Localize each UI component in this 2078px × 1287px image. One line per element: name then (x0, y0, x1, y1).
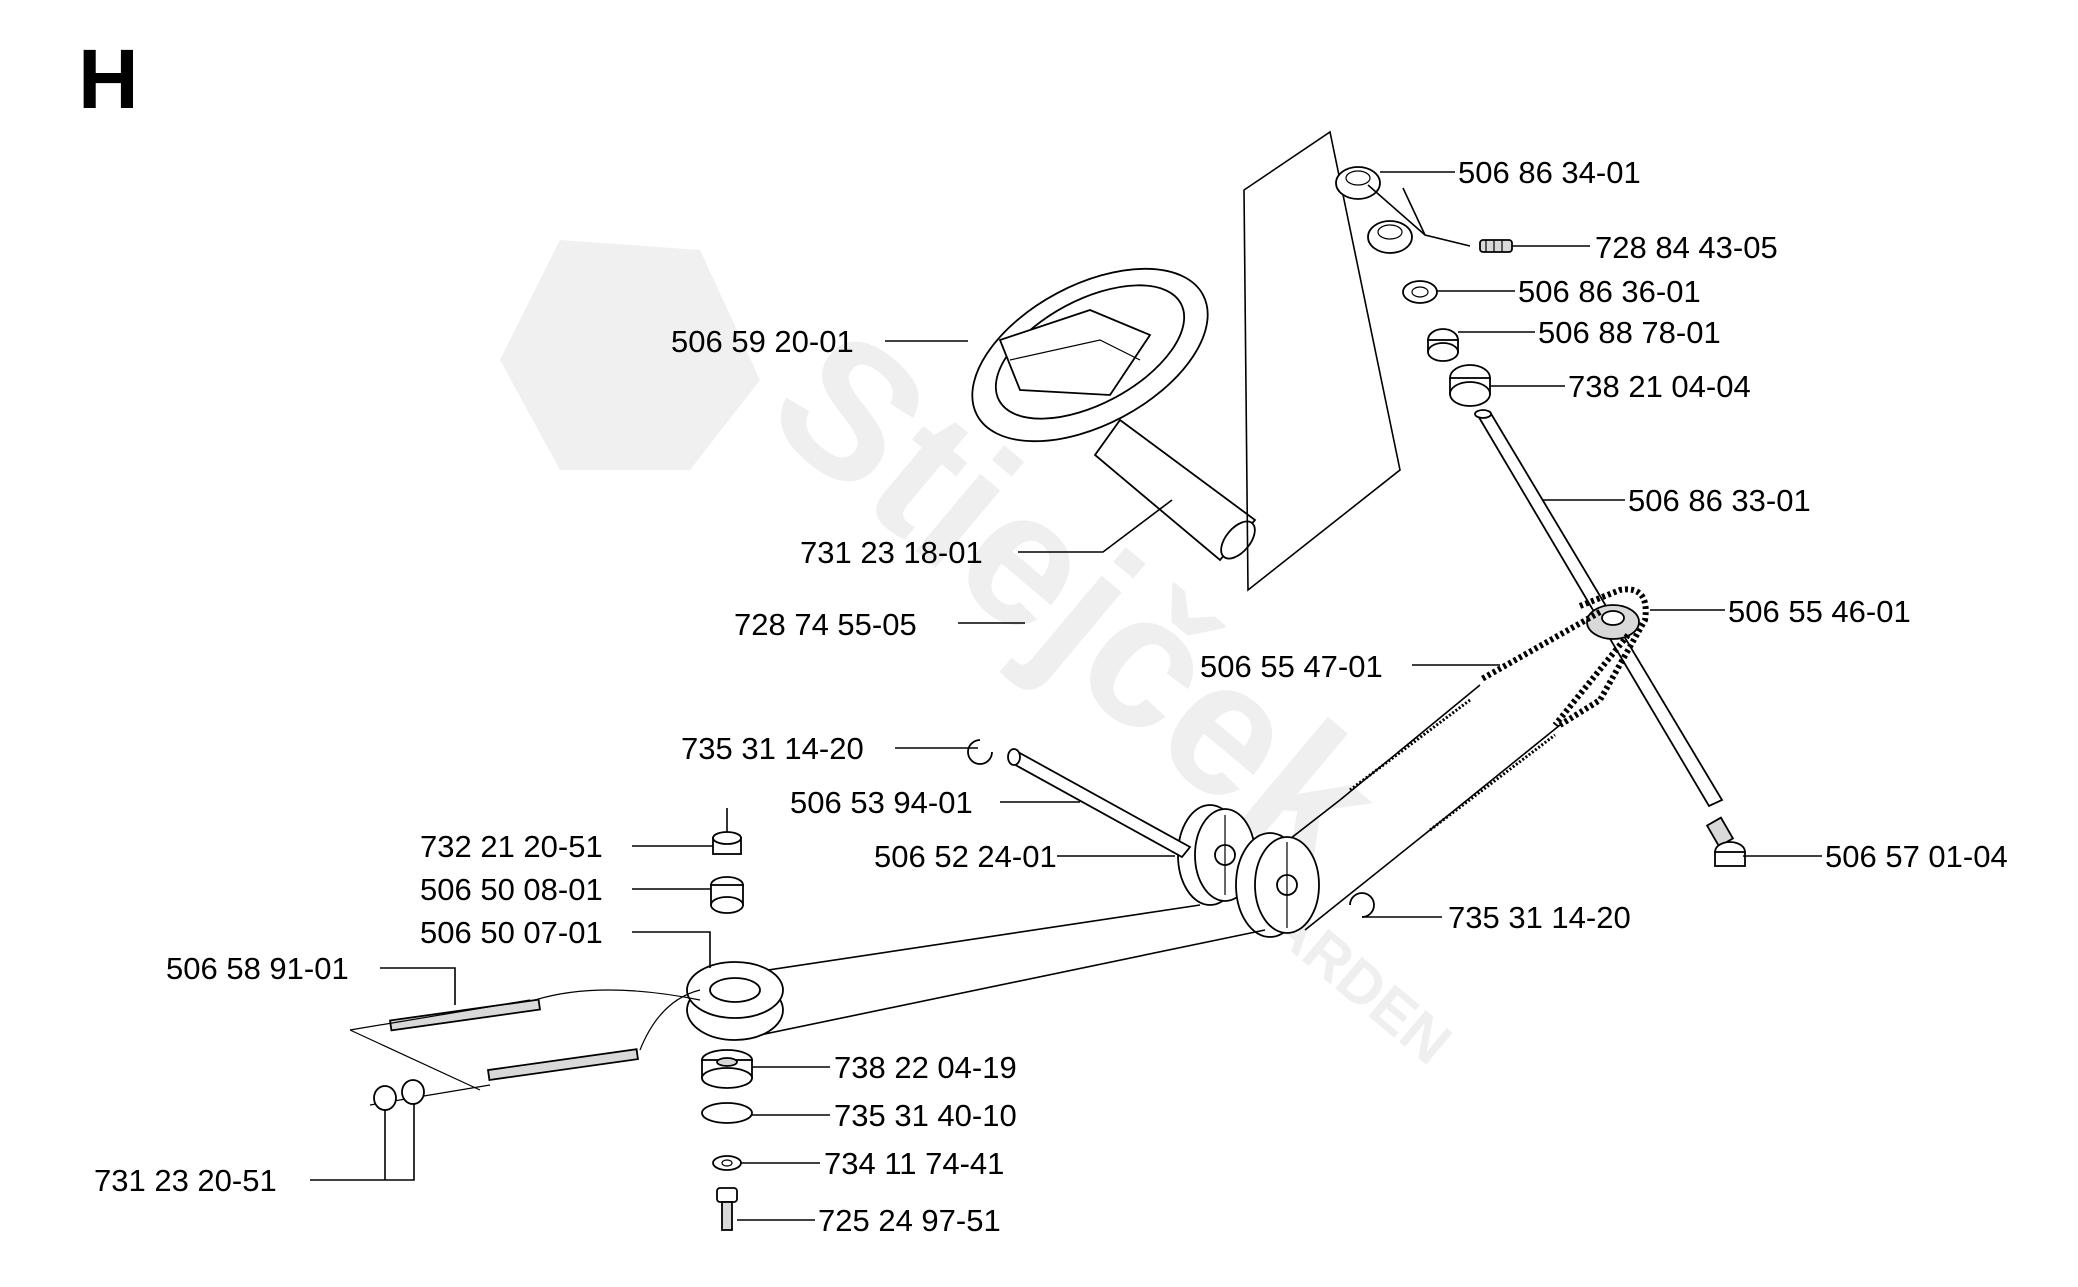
label-506-53-94-01[interactable]: 506 53 94-01 (790, 785, 973, 820)
label-506-58-91-01[interactable]: 506 58 91-01 (166, 951, 349, 986)
bolt-hub[interactable] (716, 1187, 738, 1231)
label-725-24-97-51[interactable]: 725 24 97-51 (818, 1203, 1001, 1238)
sprocket[interactable] (1586, 604, 1640, 640)
label-506-86-36-01[interactable]: 506 86 36-01 (1518, 274, 1701, 309)
circlip-hub[interactable] (701, 1102, 753, 1124)
circlip-lower[interactable] (1349, 892, 1375, 918)
set-screw[interactable] (1479, 239, 1513, 253)
label-506-55-46-01[interactable]: 506 55 46-01 (1728, 594, 1911, 629)
nut-left-b[interactable] (401, 1079, 425, 1105)
circlip-upper[interactable] (967, 739, 993, 765)
label-506-86-34-01[interactable]: 506 86 34-01 (1458, 155, 1641, 190)
label-731-23-18-01[interactable]: 731 23 18-01 (800, 535, 983, 570)
washer-column[interactable] (1402, 280, 1438, 304)
bearing-lower[interactable] (701, 1049, 753, 1089)
label-506-50-07-01[interactable]: 506 50 07-01 (420, 915, 603, 950)
bushing-column[interactable] (1427, 328, 1459, 362)
steering-arm[interactable] (734, 904, 1266, 1036)
bolt-shaft-end[interactable] (1705, 816, 1746, 867)
label-735-31-14-20-lower[interactable]: 735 31 14-20 (1448, 900, 1631, 935)
washer-hub[interactable] (712, 1155, 742, 1171)
label-728-74-55-05[interactable]: 728 74 55-05 (734, 607, 917, 642)
label-506-50-08-01[interactable]: 506 50 08-01 (420, 872, 603, 907)
label-506-59-20-01[interactable]: 506 59 20-01 (671, 324, 854, 359)
label-506-88-78-01[interactable]: 506 88 78-01 (1538, 315, 1721, 350)
label-738-22-04-19[interactable]: 738 22 04-19 (834, 1050, 1017, 1085)
label-732-21-20-51[interactable]: 732 21 20-51 (420, 829, 603, 864)
tie-rod-upper[interactable] (389, 998, 541, 1032)
collar-upper[interactable] (1335, 166, 1381, 200)
pulley-right[interactable] (1235, 832, 1320, 938)
label-731-23-20-51[interactable]: 731 23 20-51 (94, 1163, 277, 1198)
label-735-31-14-20-upper[interactable]: 735 31 14-20 (681, 731, 864, 766)
tie-rod-guide-lines (349, 989, 701, 1106)
label-506-86-33-01[interactable]: 506 86 33-01 (1628, 483, 1811, 518)
tie-rod-lower[interactable] (486, 1048, 639, 1081)
watermark-logo-icon (500, 240, 760, 470)
label-728-84-43-05[interactable]: 728 84 43-05 (1595, 230, 1778, 265)
bearing-column[interactable] (1449, 364, 1491, 407)
exploded-view-frame (1243, 130, 1401, 592)
label-735-31-40-10[interactable]: 735 31 40-10 (834, 1098, 1017, 1133)
label-738-21-04-04[interactable]: 738 21 04-04 (1568, 369, 1751, 404)
nut-left-a[interactable] (373, 1085, 397, 1111)
spacer-top[interactable] (710, 876, 744, 914)
collar-lower[interactable] (1367, 220, 1413, 254)
label-734-11-74-41[interactable]: 734 11 74-41 (824, 1146, 1004, 1181)
nut-top[interactable] (712, 831, 742, 855)
label-506-55-47-01[interactable]: 506 55 47-01 (1200, 649, 1383, 684)
part-labels: 506 86 34-01 728 84 43-05 506 86 36-01 5… (94, 155, 2008, 1238)
pulley-axle[interactable] (1007, 748, 1192, 859)
steering-hub[interactable] (686, 961, 784, 1041)
section-letter: H (78, 32, 139, 126)
label-506-57-01-04[interactable]: 506 57 01-04 (1825, 839, 2008, 874)
chain[interactable] (1478, 586, 1649, 728)
leader-lines (310, 171, 1822, 1221)
steering-wheel[interactable] (944, 233, 1261, 564)
label-506-52-24-01[interactable]: 506 52 24-01 (874, 839, 1057, 874)
